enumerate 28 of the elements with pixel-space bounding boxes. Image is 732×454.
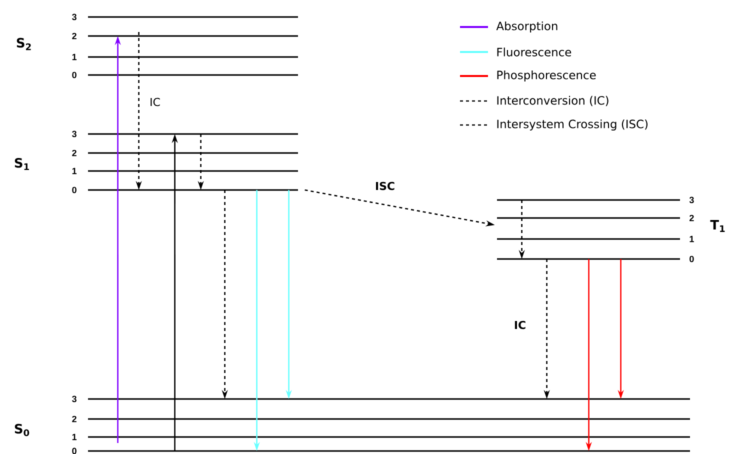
energy-level: 0 <box>72 186 298 194</box>
state-label: S$_{1}$ <box>14 158 29 170</box>
state-label: S$_{0}$ <box>14 424 30 436</box>
state-label: S$_{2}$ <box>16 38 31 50</box>
legend-text: Phosphorescence <box>497 70 596 82</box>
energy-level: 1 <box>497 236 694 242</box>
energy-level: 2 <box>72 150 298 156</box>
energy-level: 0 <box>72 72 298 78</box>
energy-level: 3 <box>72 130 298 138</box>
legend-text: Interconversion (IC) <box>497 96 608 106</box>
edge-label: IC <box>514 320 526 330</box>
energy-level: 0 <box>72 448 690 454</box>
legend-text: Intersystem Crossing (ISC) <box>497 119 648 131</box>
edge-label: ISC <box>376 182 394 190</box>
energy-level: 1 <box>72 434 690 440</box>
legend-text: Absorption <box>496 21 558 33</box>
energy-level: 2 <box>72 32 298 40</box>
legend-text: Fluorescence <box>497 48 572 56</box>
energy-level: 2 <box>497 214 694 222</box>
energy-level: 3 <box>72 396 690 402</box>
energy-level: 3 <box>497 196 694 204</box>
energy-level: 0 <box>497 256 694 262</box>
edge-label: IC <box>150 98 160 106</box>
energy-level: 1 <box>72 54 298 60</box>
state-label: T$_{1}$ <box>710 220 725 232</box>
energy-level: 2 <box>72 416 690 422</box>
energy-level: 3 <box>72 14 298 20</box>
energy-level: 1 <box>72 168 298 174</box>
